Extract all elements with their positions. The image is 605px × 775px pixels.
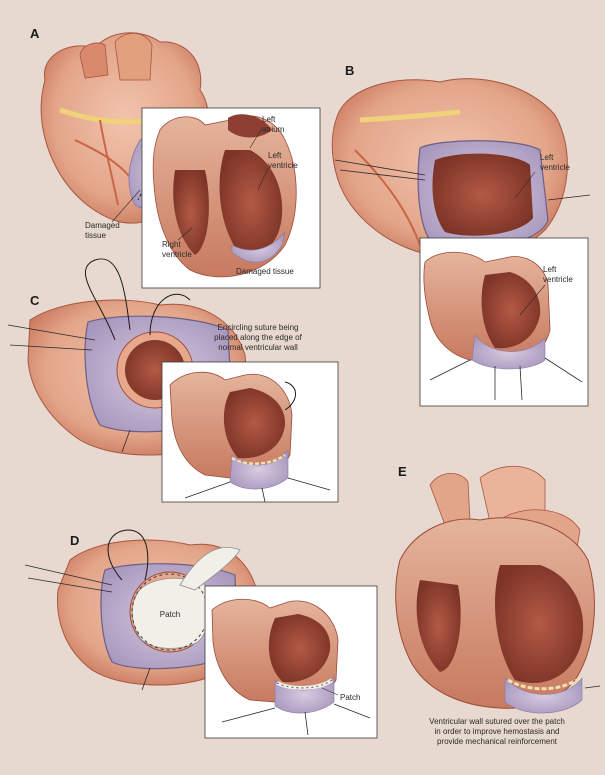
panel-c-letter: C xyxy=(30,293,40,308)
panel-d-letter: D xyxy=(70,533,79,548)
panel-c-caption-line: normal ventricular wall xyxy=(218,343,298,352)
panel-c-cross-section-box xyxy=(162,362,338,502)
panel-b-left-ventricle-box-label-line: ventricle xyxy=(543,275,573,284)
panel-a-letter: A xyxy=(30,26,40,41)
panel-a-damaged-tissue-box-label-line: Damaged tissue xyxy=(236,267,294,276)
panel-a-right-ventricle-label-line: Right xyxy=(162,240,181,249)
panel-a-left-atrium-label-line: Left xyxy=(262,115,276,124)
panel-a-damaged-tissue-box-label: Damaged tissue xyxy=(236,267,294,276)
panel-d: D Patch Patch xyxy=(25,530,377,738)
panel-e-caption-line: provide mechanical reinforcement xyxy=(437,737,558,746)
panel-a-damaged-tissue-label-line: tissue xyxy=(85,231,106,240)
panel-e-caption-line: in order to improve hemostasis and xyxy=(435,727,560,736)
panel-e-letter: E xyxy=(398,464,407,479)
panel-c-caption-line: placed along the edge of xyxy=(214,333,302,342)
panel-b-left-ventricle-top-label-line: Left xyxy=(540,153,554,162)
panel-a-damaged-tissue-label-line: Damaged xyxy=(85,221,120,230)
panel-a-left-ventricle-label-line: Left xyxy=(268,151,282,160)
panel-d-patch-center-label: Patch xyxy=(160,610,180,619)
panel-e-caption-line: Ventricular wall sutured over the patch xyxy=(429,717,565,726)
panel-a-left-atrium-label-line: atrium xyxy=(262,125,285,134)
panel-d-cross-section-box: Patch xyxy=(205,586,377,738)
panel-d-patch-box-label: Patch xyxy=(340,693,360,702)
panel-b-left-ventricle-top-label-line: ventricle xyxy=(540,163,570,172)
panel-b-left-ventricle-box-label-line: Left xyxy=(543,265,557,274)
panel-d-patch-center-label-line: Patch xyxy=(160,610,180,619)
panel-a-left-ventricle-label-line: ventricle xyxy=(268,161,298,170)
panel-b-letter: B xyxy=(345,63,354,78)
panel-c-caption-line: Encircling suture being xyxy=(218,323,299,332)
panel-d-patch-box-label-line: Patch xyxy=(340,693,360,702)
panel-a-right-ventricle-label-line: ventricle xyxy=(162,250,192,259)
panel-e: E Ventricular wall sutured over the patc… xyxy=(396,464,600,746)
